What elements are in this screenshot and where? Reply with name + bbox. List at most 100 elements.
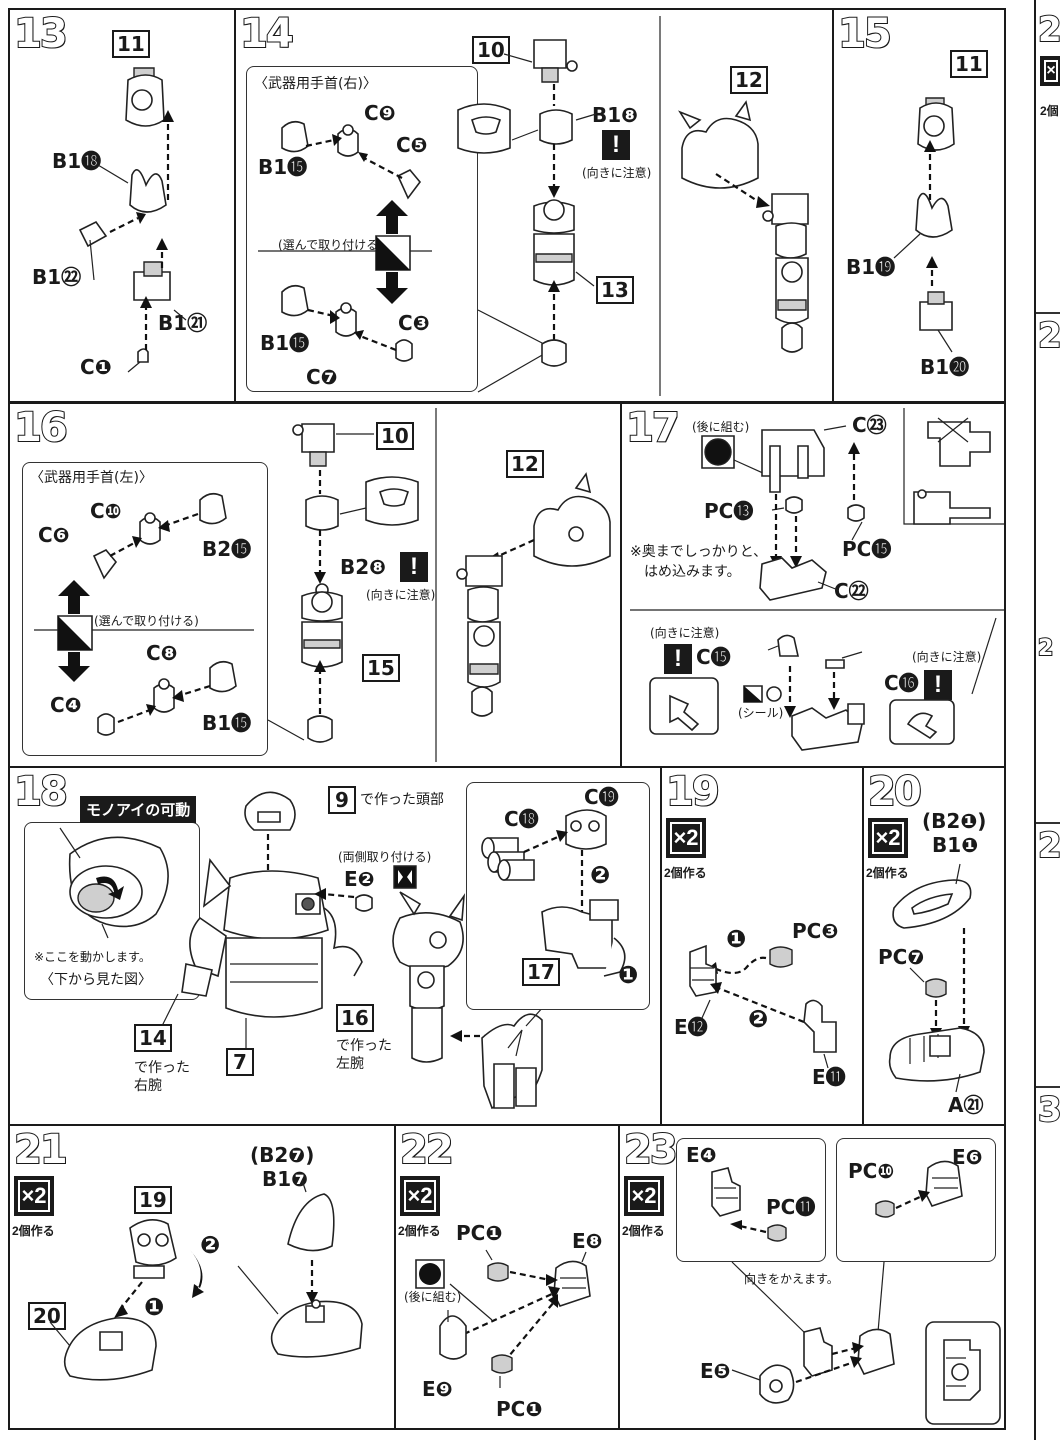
label-b1-7: B1❼ <box>262 1167 309 1191</box>
made-left-arm-1: で作った <box>336 1038 392 1054</box>
step-23-sub-left <box>676 1138 826 1262</box>
step-13-illustration <box>10 10 236 403</box>
caption-select-attach-left: (選んで取り付ける) <box>94 614 199 628</box>
label-b2-1: (B2❶) <box>922 809 987 833</box>
made-right-arm-2: 右腕 <box>134 1078 162 1094</box>
edge-step-number-1: 2 <box>1037 9 1060 51</box>
step-21-ref-box-19: 19 <box>134 1186 172 1214</box>
label-pc10: PC❿ <box>848 1159 895 1183</box>
step-16-center-illustration <box>10 404 622 768</box>
label-c4: C❹ <box>50 693 82 717</box>
note-press-in-2: はめ込みます。 <box>644 564 741 580</box>
step-19-x2-badge: ×2 <box>666 818 706 858</box>
label-b1-15-bottom: B1⓯ <box>260 331 310 355</box>
label-c16: C⓰ <box>884 671 919 695</box>
label-pc15: PC⓯ <box>842 537 892 561</box>
step-21-order-1: ❶ <box>144 1293 165 1321</box>
step-18-panel: 18 モノアイの可動 ※ここを動かします。 〈下から見た図〉 9 で作った頭部 … <box>8 766 662 1126</box>
step-17-bottom-illustration <box>622 404 1006 768</box>
step-20-number: 20 <box>867 769 923 815</box>
step-15-ref-box: 11 <box>950 50 988 78</box>
weapon-hand-left-box <box>22 462 268 756</box>
step-23-illustration <box>620 1126 1006 1430</box>
monoeye-view: 〈下から見た図〉 <box>40 972 152 988</box>
label-b1-1: B1❶ <box>932 833 979 857</box>
label-b2-7: (B2❼) <box>250 1143 315 1167</box>
step-14-ref-box-13: 13 <box>596 276 634 304</box>
label-pc1-top: PC❶ <box>456 1221 503 1245</box>
edge-divider-3 <box>1036 1086 1060 1088</box>
edge-step-number-4: 2 <box>1037 825 1060 867</box>
made-head: で作った頭部 <box>360 792 444 808</box>
step-13-panel: 13 11 B1⓲ B1㉒ B1㉑ <box>8 8 236 403</box>
label-c6: C❻ <box>38 523 70 547</box>
label-b1-18: B1⓲ <box>52 149 102 173</box>
step-22-make2: 2個作る <box>398 1224 441 1238</box>
label-c22: C㉒ <box>834 579 869 603</box>
label-c23: C㉓ <box>852 413 887 437</box>
next-page-edge <box>1034 0 1060 1440</box>
order-badge-1: ❶ <box>618 961 639 989</box>
caution-text-left: (向きに注意) <box>366 588 436 602</box>
label-b2-15: B2⓯ <box>202 537 252 561</box>
step-23-make2: 2個作る <box>622 1224 665 1238</box>
step-18-ref-box-16: 16 <box>336 1004 374 1032</box>
step-18-ref-box-9: 9 <box>328 786 356 814</box>
step-16-left-illustration <box>10 404 622 768</box>
step-20-illustration <box>864 768 1006 1126</box>
order-badge-2: ❷ <box>590 861 611 889</box>
edge-x2-badge: × <box>1040 56 1060 86</box>
step-22-number: 22 <box>399 1127 455 1173</box>
label-e12: E⓬ <box>674 1015 708 1039</box>
step-20-panel: 20 ×2 2個作る (B2❶) B1❶ PC❼ A㉑ <box>862 766 1006 1126</box>
step-20-x2-badge: ×2 <box>868 818 908 858</box>
caution-mark: ! <box>602 130 630 160</box>
step-18-ref-box-7: 7 <box>226 1048 254 1076</box>
step-21-x2-badge: ×2 <box>14 1176 54 1216</box>
step-14-panel: 14 〈武器用手首(右)〉 C❾ C❺ B1⓯ (選んで取り付ける) C❸ B1… <box>234 8 834 403</box>
step-21-panel: 21 ×2 2個作る 19 20 ❷ ❶ (B2❼) B1❼ <box>8 1124 396 1430</box>
step-21-order-2: ❷ <box>200 1231 221 1259</box>
caution-mark-left: ! <box>400 552 428 582</box>
edge-step-number-5: 3 <box>1037 1089 1060 1131</box>
step-18-ref-box-14: 14 <box>134 1024 172 1052</box>
step-19-illustration <box>662 768 864 1126</box>
caution-mark-c15: ! <box>664 644 692 674</box>
made-left-arm-2: 左腕 <box>336 1056 364 1072</box>
step-16-right-illustration <box>10 404 622 768</box>
shoulder-illustration <box>10 768 662 1126</box>
label-e4: E❹ <box>686 1143 717 1167</box>
step-13-ref-box: 11 <box>112 30 150 58</box>
step-23-sub-right <box>836 1138 996 1262</box>
step-16-ref-box-10: 10 <box>376 422 414 450</box>
label-c7: C❼ <box>306 365 338 389</box>
label-e2: E❷ <box>344 867 375 891</box>
step-13-number: 13 <box>13 11 69 57</box>
step-20-make2: 2個作る <box>866 866 909 880</box>
label-c5: C❺ <box>396 133 428 157</box>
label-b1-15-left: B1⓯ <box>202 711 252 735</box>
caution-text-c16: (向きに注意) <box>912 650 982 664</box>
step-14-ref-box-10: 10 <box>472 36 510 64</box>
caption-weapon-hand-right: 〈武器用手首(右)〉 <box>254 76 377 92</box>
step-21-number: 21 <box>13 1127 69 1173</box>
step-18-number: 18 <box>13 769 69 815</box>
label-e11: E⓫ <box>812 1065 846 1089</box>
step-16-number: 16 <box>13 405 69 451</box>
monoeye-illustration <box>10 768 662 1126</box>
step-19-order-1: ❶ <box>726 925 747 953</box>
label-c15: C⓯ <box>696 645 731 669</box>
step-21-make2: 2個作る <box>12 1224 55 1238</box>
label-b1-15-top: B1⓯ <box>258 155 308 179</box>
caution-text-c15: (向きに注意) <box>650 626 720 640</box>
sticker-caption: (シール) <box>738 706 784 720</box>
label-c10: C❿ <box>90 499 122 523</box>
step-18-main-illustration <box>10 768 662 1126</box>
caution-text: (向きに注意) <box>582 166 652 180</box>
step-15-illustration <box>834 10 1006 403</box>
label-b1-8: B1❽ <box>592 103 639 127</box>
monoeye-note: ※ここを動かします。 <box>34 950 151 964</box>
label-b1-20: B1⓴ <box>920 355 970 379</box>
step-14-ref-box-12: 12 <box>730 66 768 94</box>
